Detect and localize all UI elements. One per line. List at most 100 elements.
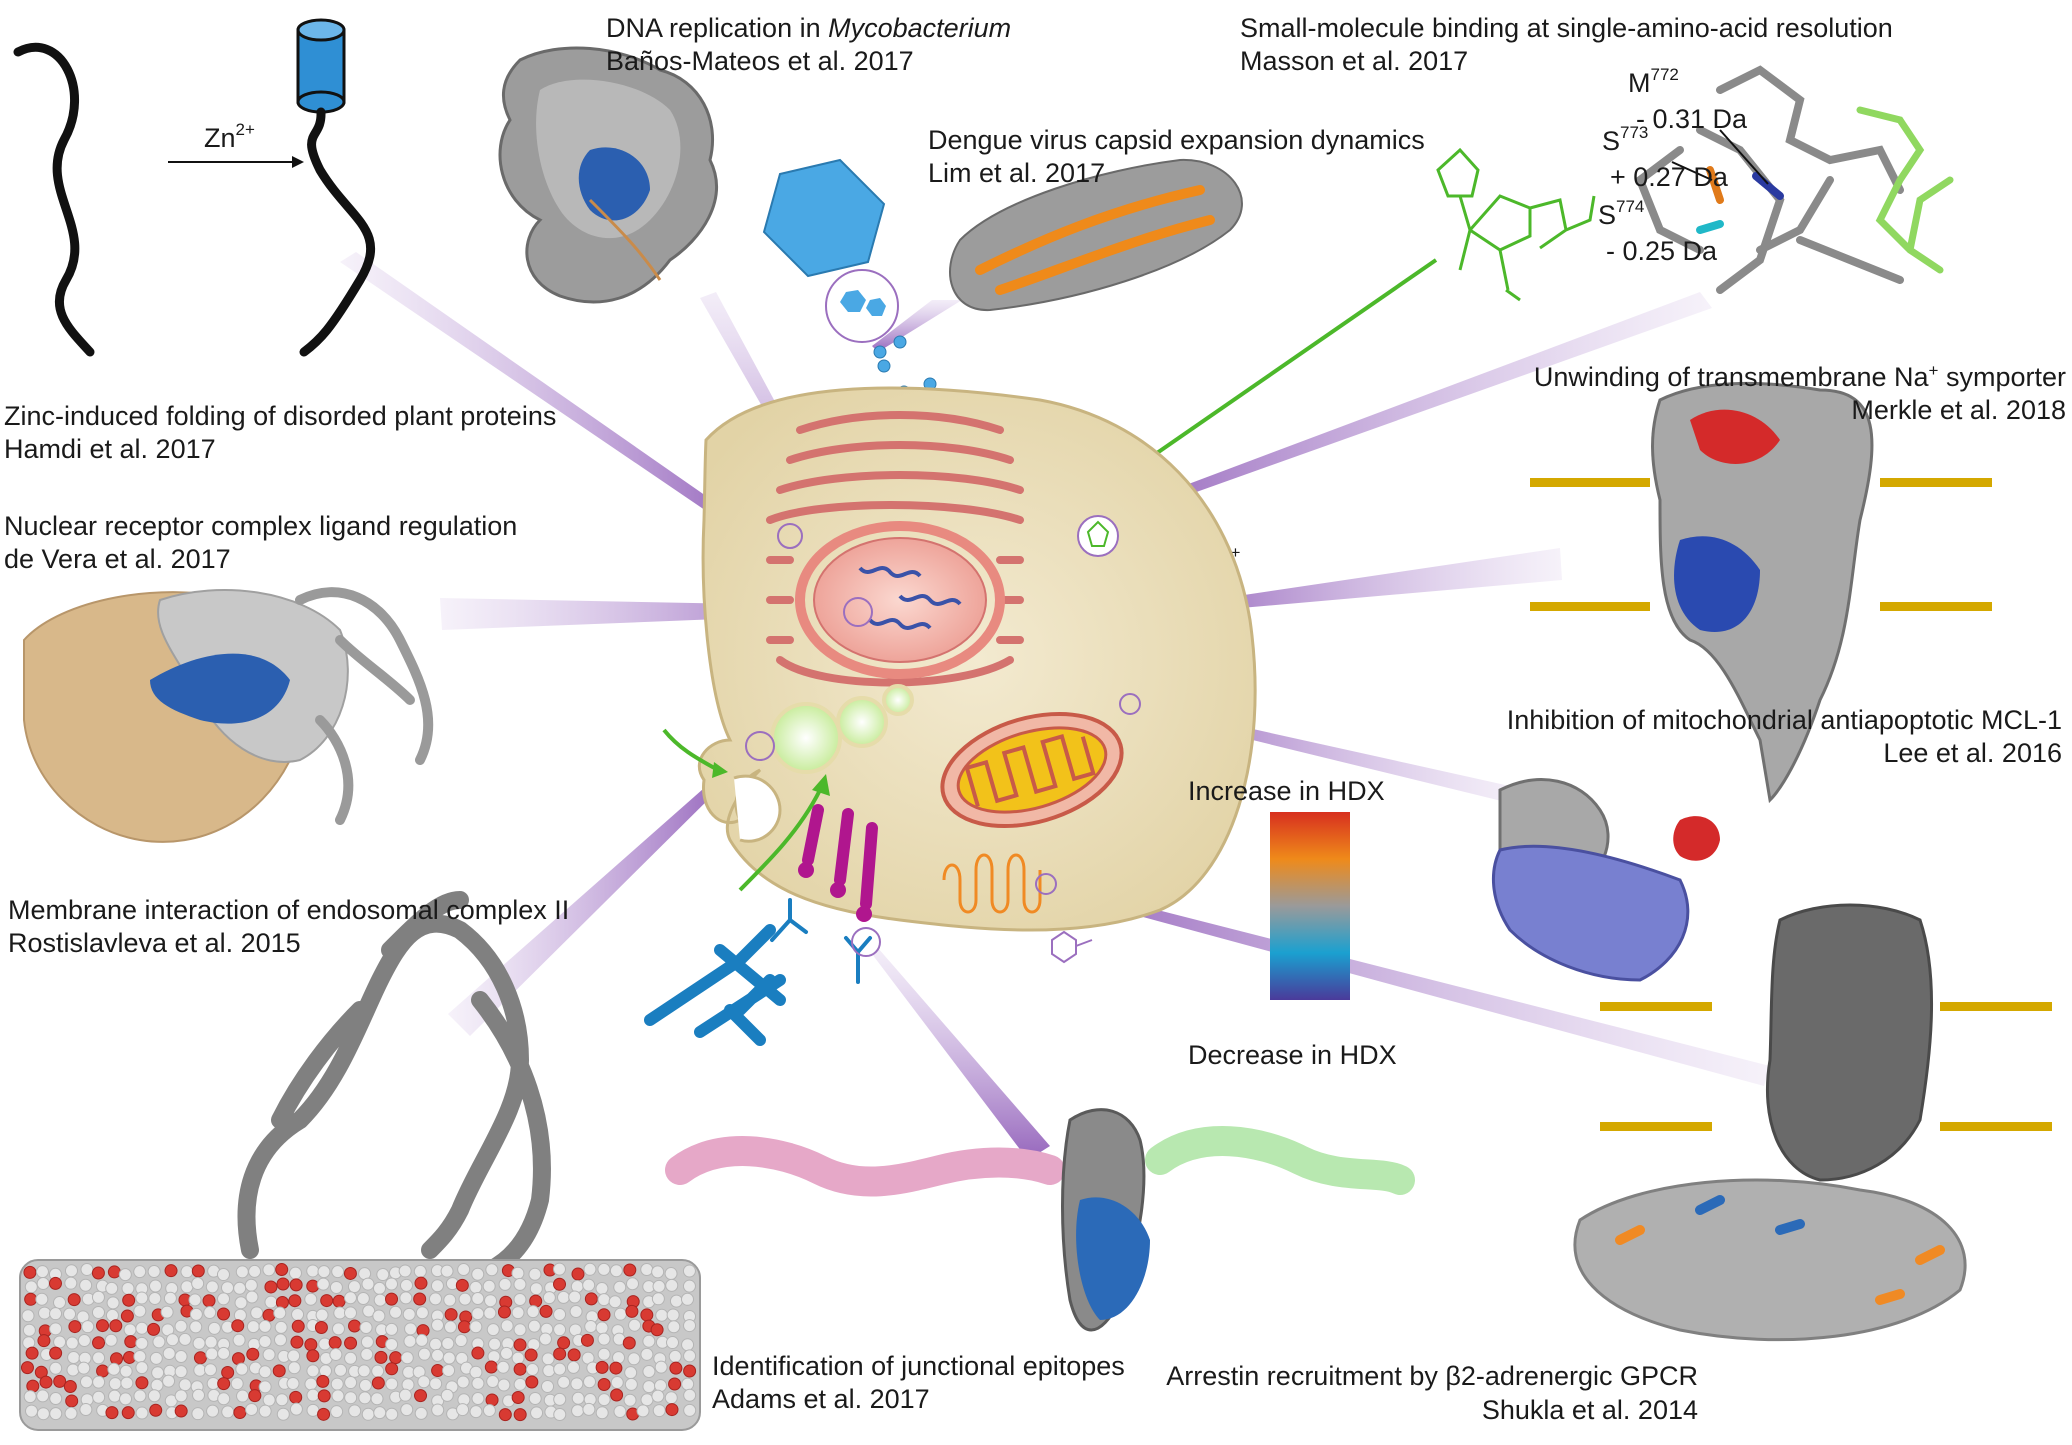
lipid-headgroup <box>443 1293 457 1307</box>
antibody-large <box>644 924 786 1046</box>
spoke-symporter <box>1170 548 1562 614</box>
lipid-headgroup <box>38 1306 52 1320</box>
lipid-headgroup-charged <box>306 1349 320 1363</box>
lipid-headgroup <box>528 1267 542 1281</box>
label-zinc-title: Zinc-induced folding of disorded plant p… <box>4 401 557 431</box>
lipid-headgroup <box>471 1292 485 1306</box>
antibodies <box>644 728 1093 1046</box>
lipid-headgroup <box>207 1321 221 1335</box>
nucleus-zoom <box>843 597 873 627</box>
membrane-bar <box>1880 478 1992 487</box>
lipid-headgroup <box>486 1323 500 1337</box>
lipid-headgroup <box>221 1281 235 1295</box>
lipid-headgroup-charged <box>683 1364 697 1378</box>
lipid-headgroup-charged <box>217 1307 231 1321</box>
label-dengue-title: Dengue virus capsid expansion dynamics <box>928 125 1425 155</box>
lipid-headgroup-charged <box>343 1266 357 1280</box>
label-dna-ref: Baños-Mateos et al. 2017 <box>606 46 914 76</box>
lipid-headgroup <box>133 1265 147 1279</box>
lipid-headgroup <box>151 1366 165 1380</box>
lipid-headgroup <box>174 1319 188 1333</box>
lipid-headgroup <box>79 1278 93 1292</box>
lipid-headgroup <box>343 1291 357 1305</box>
lipid-headgroup-charged <box>202 1294 216 1308</box>
lipid-headgroup <box>333 1306 347 1320</box>
lipid-headgroup <box>262 1263 276 1277</box>
lipid-headgroup <box>402 1307 416 1321</box>
lipid-headgroup <box>682 1264 696 1278</box>
lipid-headgroup <box>79 1402 93 1416</box>
lipid-headgroup <box>248 1264 262 1278</box>
label-symporter-title-suffix: symporter <box>1938 362 2066 392</box>
lipid-headgroup <box>500 1346 514 1360</box>
lipid-headgroup <box>258 1404 272 1418</box>
lipid-headgroup <box>258 1319 272 1333</box>
lipid-headgroup-charged <box>317 1389 331 1403</box>
lipid-headgroup <box>373 1281 387 1295</box>
cell-membrane <box>697 386 1257 932</box>
lipid-headgroup <box>36 1276 50 1290</box>
lipid-headgroup <box>373 1293 387 1307</box>
virion-dot <box>873 345 887 359</box>
lipid-headgroup-charged <box>344 1336 358 1350</box>
label-dengue-ref: Lim et al. 2017 <box>928 158 1106 188</box>
lipid-headgroup <box>497 1378 511 1392</box>
spoke-epitopes <box>872 948 1050 1160</box>
lipid-headgroup <box>24 1280 38 1294</box>
lipid-headgroup <box>191 1407 205 1421</box>
lipid-headgroup-charged <box>389 1351 403 1365</box>
junctional-epitope-blue <box>1076 1197 1150 1320</box>
virion-dot <box>893 335 907 349</box>
nucleus <box>813 537 987 663</box>
mitochondrion <box>940 711 1124 829</box>
lipid-headgroup <box>456 1375 470 1389</box>
symporter-panel: Na+ <box>1070 381 1992 804</box>
dna-replication-panel <box>498 46 718 304</box>
label-arrestin-ref: Shukla et al. 2014 <box>1481 1395 1698 1425</box>
lipid-headgroup-charged <box>371 1376 385 1390</box>
label-epitopes-ref: Adams et al. 2017 <box>712 1384 930 1414</box>
lipid-headgroup-charged <box>567 1348 581 1362</box>
lipid-headgroup-charged <box>191 1264 205 1278</box>
lipid-headgroup <box>258 1380 272 1394</box>
lipid-headgroup <box>287 1349 301 1363</box>
lipid-headgroup <box>542 1364 556 1378</box>
label-zinc-ref: Hamdi et al. 2017 <box>4 434 216 464</box>
lipid-headgroup <box>135 1361 149 1375</box>
lipid-headgroup <box>373 1406 387 1420</box>
lipid-headgroup <box>651 1265 665 1279</box>
lipid-headgroup <box>511 1306 525 1320</box>
lipid-headgroup <box>471 1391 485 1405</box>
lipid-headgroup-charged <box>622 1336 636 1350</box>
lipid-headgroup <box>23 1390 37 1404</box>
lipid-headgroup-charged <box>455 1278 469 1292</box>
label-symporter-title-sup: + <box>1928 361 1939 380</box>
lipid-headgroup <box>666 1336 680 1350</box>
membrane-bar <box>1940 1122 2052 1131</box>
lipid-headgroup <box>654 1360 668 1374</box>
lipid-headgroup <box>188 1293 202 1307</box>
lipid-headgroup <box>642 1334 656 1348</box>
lipid-headgroup <box>640 1393 654 1407</box>
lipid-headgroup <box>306 1364 320 1378</box>
lipid-headgroup <box>553 1362 567 1376</box>
lipid-headgroup-charged <box>571 1267 585 1281</box>
lipid-headgroup-charged <box>609 1361 623 1375</box>
lipid-headgroup <box>358 1391 372 1405</box>
lipid-headgroup <box>525 1363 539 1377</box>
lipid-headgroup-charged <box>264 1280 278 1294</box>
small-molecule-panel: M772 - 0.31 Da S773 + 0.27 Da S774 - 0.2… <box>1098 65 1954 494</box>
lipid-headgroup <box>668 1349 682 1363</box>
lipid-headgroup <box>665 1278 679 1292</box>
lipid-headgroup-charged <box>291 1319 305 1333</box>
lipid-headgroup-charged <box>290 1335 304 1349</box>
lipid-headgroup <box>683 1349 697 1363</box>
lipid-headgroup <box>469 1280 483 1294</box>
label-dna-title-prefix: DNA replication in <box>606 13 829 43</box>
lipid-headgroup <box>36 1389 50 1403</box>
lipid-headgroup <box>597 1393 611 1407</box>
lipid-headgroup <box>189 1320 203 1334</box>
lipid-headgroup-charged <box>328 1336 342 1350</box>
lipid-headgroup-charged <box>20 1361 34 1375</box>
lipid-headgroup <box>217 1346 231 1360</box>
